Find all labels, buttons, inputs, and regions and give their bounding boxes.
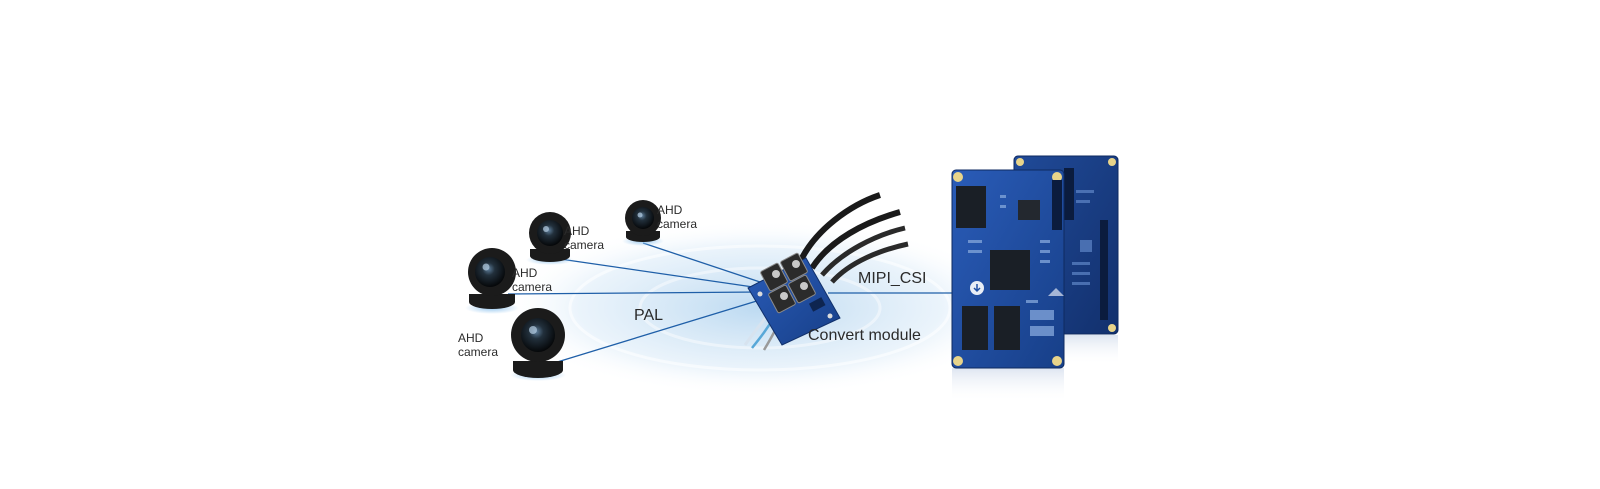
convert-module bbox=[743, 192, 909, 351]
camera-label-2-line1: AHD bbox=[564, 224, 590, 238]
camera-label-3-line1: AHD bbox=[512, 266, 538, 280]
core-board bbox=[951, 155, 1119, 402]
camera-label-3: AHD camera bbox=[512, 266, 572, 294]
module-label: Convert module bbox=[808, 327, 921, 344]
connection-lines bbox=[507, 242, 962, 364]
ahd-camera-3 bbox=[465, 248, 519, 314]
camera-label-4-line1: AHD bbox=[458, 331, 484, 345]
camera-label-4: AHD camera bbox=[458, 331, 518, 359]
camera-label-1-line1: AHD bbox=[657, 203, 683, 217]
camera-label-2-line2: camera bbox=[564, 238, 605, 252]
ahd-camera-4 bbox=[510, 308, 566, 381]
camera-label-3-line2: camera bbox=[512, 280, 553, 294]
camera-label-2: AHD camera bbox=[564, 224, 624, 252]
camera-label-4-line2: camera bbox=[458, 345, 499, 359]
camera-label-1-line2: camera bbox=[657, 217, 698, 231]
camera-label-1: AHD camera bbox=[657, 203, 717, 231]
signal-label: PAL bbox=[634, 307, 664, 324]
ahd-camera-2 bbox=[526, 212, 574, 265]
ahd-camera-1 bbox=[622, 200, 664, 246]
interface-label: MIPI_CSI bbox=[858, 270, 927, 287]
